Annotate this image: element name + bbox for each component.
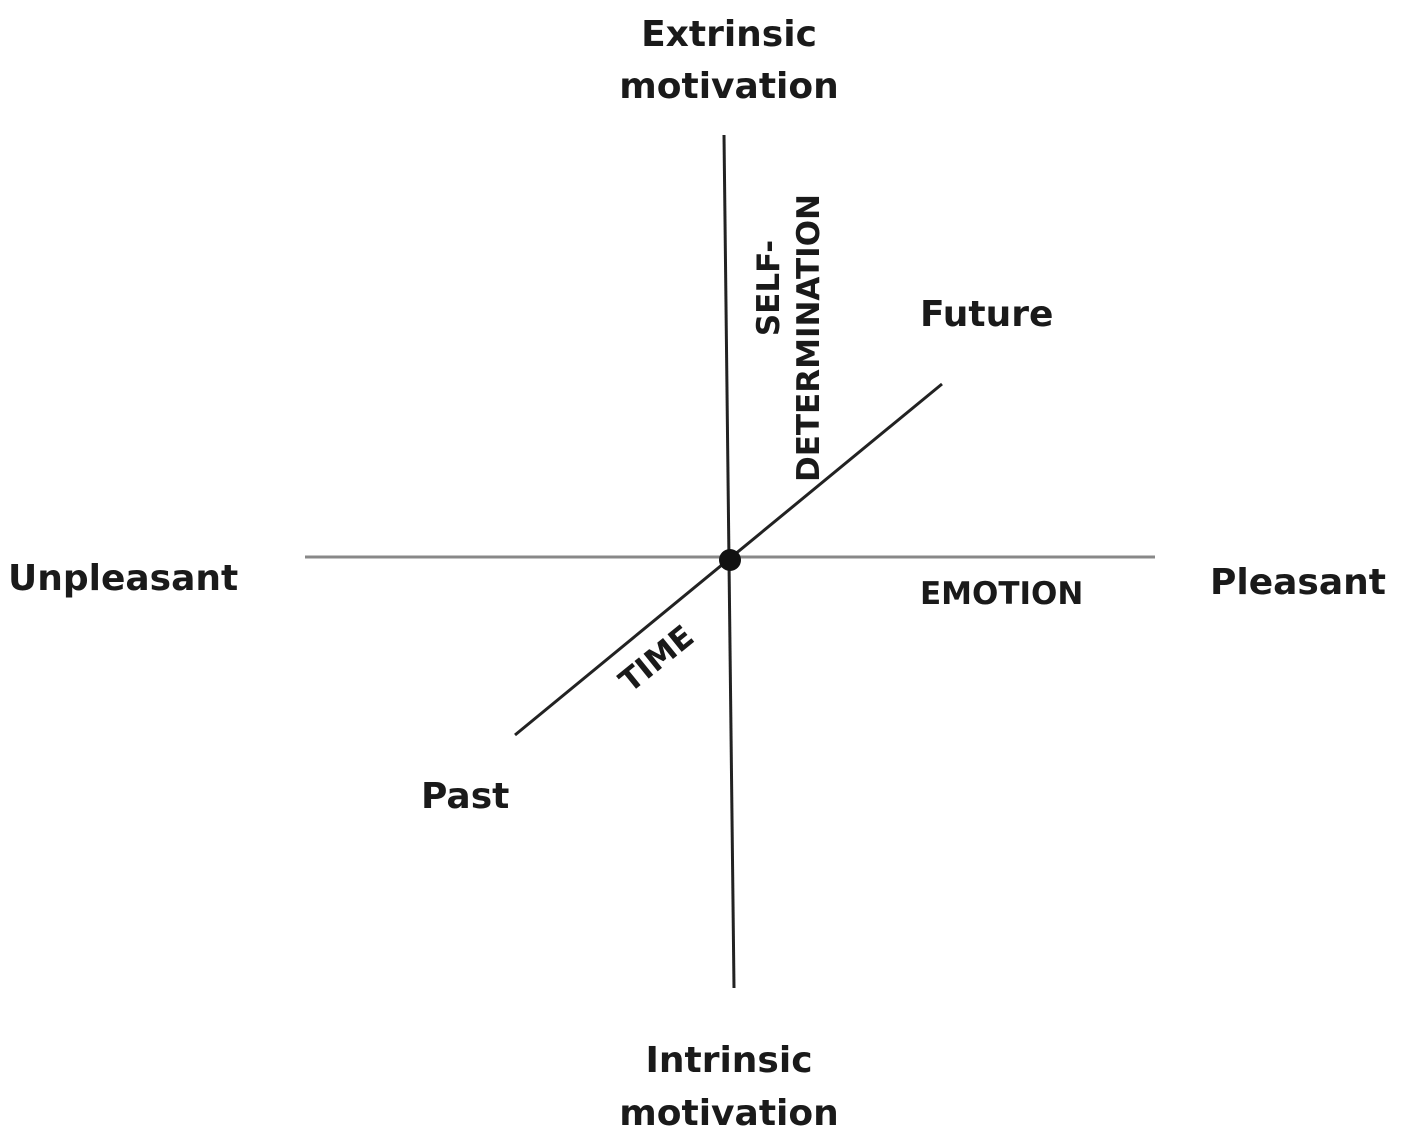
extrinsic-motivation-label: Extrinsic bbox=[641, 14, 817, 55]
emotion-axis-label: EMOTION bbox=[920, 576, 1083, 612]
extrinsic-motivation-label-line2: motivation bbox=[619, 66, 838, 107]
pleasant-label: Pleasant bbox=[1210, 562, 1386, 603]
unpleasant-label: Unpleasant bbox=[8, 558, 238, 599]
self-determination-axis-label-line2: DETERMINATION bbox=[791, 194, 827, 482]
time-axis-label: TIME bbox=[612, 619, 700, 700]
intrinsic-motivation-label-line2: motivation bbox=[619, 1093, 838, 1134]
past-label: Past bbox=[421, 776, 509, 817]
intrinsic-motivation-label: Intrinsic bbox=[645, 1040, 812, 1081]
self-determination-axis-label: SELF- bbox=[751, 240, 787, 336]
origin-point bbox=[719, 549, 741, 571]
future-label: Future bbox=[920, 294, 1053, 335]
